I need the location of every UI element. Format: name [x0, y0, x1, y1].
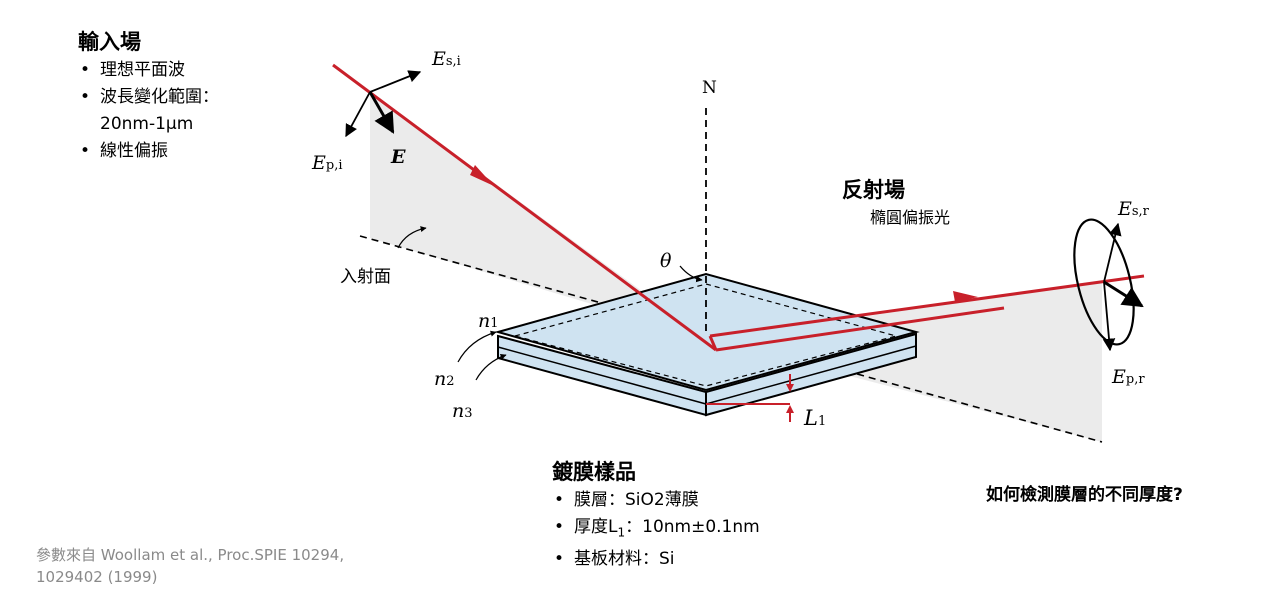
es-i-sub: s,i	[445, 54, 461, 69]
es-r-main: E	[1118, 198, 1132, 220]
sample-list: 膜層：SiO2薄膜 厚度L1：10nm±0.1nm 基板材料：Si	[552, 487, 852, 573]
reflected-beam	[709, 274, 1145, 338]
thickness-prefix: 厚度L	[574, 517, 618, 537]
incident-beam	[332, 63, 717, 352]
n3-main: n	[452, 400, 465, 422]
reference: 參數來自 Woollam et al., Proc.SPIE 10294, 10…	[36, 544, 344, 588]
n2-main: n	[434, 368, 447, 390]
ep-r-vector	[1102, 281, 1116, 352]
n1-label: n1	[478, 310, 499, 332]
sample-title: 鍍膜樣品	[552, 460, 636, 484]
plane-pointer	[397, 226, 427, 249]
theta-arc	[679, 265, 703, 283]
ep-i-vector	[345, 91, 371, 138]
n1-main: n	[478, 310, 491, 332]
l1-sub: 1	[817, 414, 827, 429]
e-r-vector	[1103, 280, 1144, 308]
es-i-vector	[369, 70, 422, 93]
ep-i-sub: p,i	[325, 158, 343, 173]
incidence-plane-label: 入射面	[340, 267, 391, 287]
incident-beam-arrow	[470, 165, 494, 186]
reflected-field-subtitle: 橢圓偏振光	[870, 208, 951, 227]
n2-sub: 2	[446, 374, 455, 389]
es-r-sub: s,r	[1131, 204, 1149, 219]
film-boundary-left	[497, 346, 707, 405]
n3-label: n3	[452, 400, 473, 422]
e-label: E	[391, 146, 406, 168]
normal-label: N	[702, 78, 717, 98]
input-bullet-wavelength-label: 波長變化範圍：	[100, 87, 219, 107]
l1-arrow-head-top	[786, 384, 794, 392]
input-bullet-linear-pol: 線性偏振	[78, 138, 278, 165]
ep-i-main: E	[312, 152, 326, 174]
input-bullet-wavelength: 波長變化範圍： 20nm-1μm	[78, 84, 278, 138]
ep-r-main: E	[1112, 366, 1126, 388]
ep-r-label: Ep,r	[1112, 366, 1145, 388]
es-i-main: E	[432, 48, 446, 70]
thickness-value: ：10nm±0.1nm	[625, 517, 760, 537]
ep-r-sub: p,r	[1125, 372, 1145, 387]
e-vector	[368, 91, 395, 134]
reference-prefix: 參數來自	[36, 546, 97, 564]
l1-label: L1	[804, 406, 826, 430]
n2-pointer	[475, 353, 507, 381]
polarization-ellipse	[1073, 218, 1135, 346]
ep-i-label: Ep,i	[312, 152, 343, 174]
sample-bullet-film: 膜層：SiO2薄膜	[552, 487, 852, 514]
n3-sub: 3	[464, 406, 473, 421]
film-value: SiO2薄膜	[625, 490, 699, 510]
thickness-sub: 1	[617, 525, 626, 540]
input-field-title: 輸入場	[78, 30, 141, 54]
film-boundary-right	[705, 345, 917, 405]
l1-main: L	[804, 406, 818, 430]
input-bullet-plane-wave: 理想平面波	[78, 57, 278, 84]
l1-arrow-head-bottom	[786, 405, 794, 413]
input-field-list: 理想平面波 波長變化範圍： 20nm-1μm 線性偏振	[78, 57, 278, 165]
es-i-label: Es,i	[432, 48, 461, 70]
incidence-plane-right	[712, 280, 1102, 442]
sample-top	[494, 272, 920, 392]
beam-kink	[708, 335, 718, 351]
n1-sub: 1	[490, 316, 499, 331]
reflected-field-title: 反射場	[842, 178, 905, 202]
sample-bullet-substrate: 基板材料：Si	[552, 546, 852, 573]
n2-label: n2	[434, 368, 455, 390]
question-text: 如何檢測膜層的不同厚度?	[986, 485, 1183, 505]
reference-citation-line2: 1029402 (1999)	[36, 568, 158, 586]
film-prefix: 膜層：	[574, 490, 625, 510]
n1-pointer	[457, 330, 497, 363]
es-r-vector	[1103, 222, 1122, 283]
sample-bullet-thickness: 厚度L1：10nm±0.1nm	[552, 514, 852, 546]
reflected-beam-arrow	[953, 291, 978, 302]
input-range-value: 20nm-1μm	[100, 114, 194, 134]
theta-label: θ	[660, 250, 672, 272]
reference-citation-line1: Woollam et al., Proc.SPIE 10294,	[100, 546, 345, 564]
sample-dashed-surface	[512, 283, 899, 387]
es-r-label: Es,r	[1118, 198, 1149, 220]
second-reflected-beam	[715, 306, 1005, 352]
